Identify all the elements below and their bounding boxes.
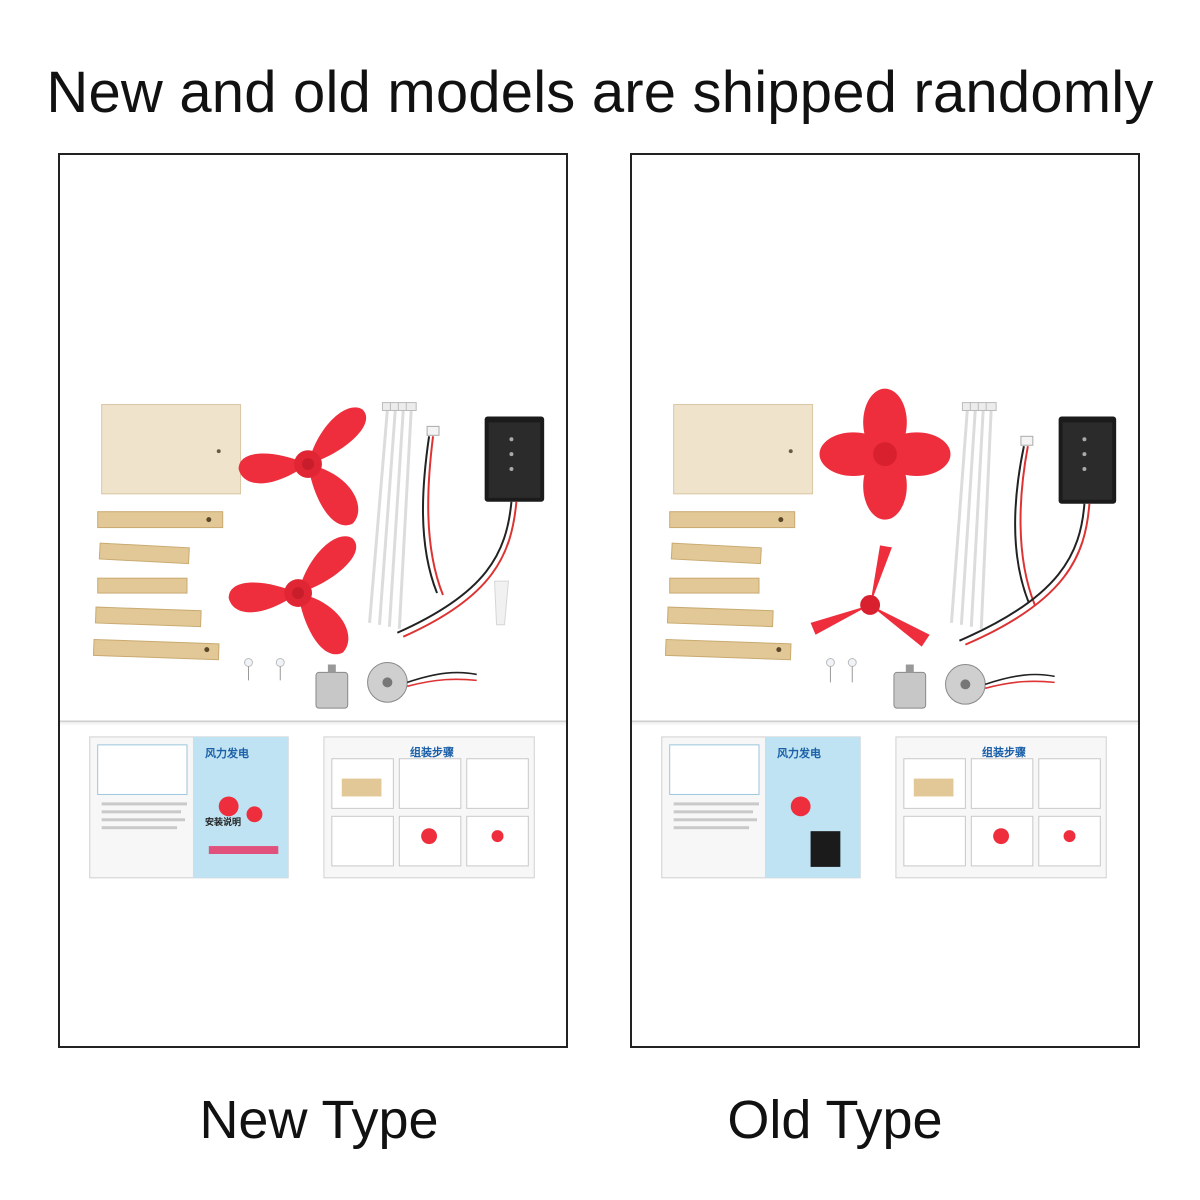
new-type-caption: New Type (199, 1090, 439, 1150)
motor-round (367, 662, 477, 703)
leaflet-steps (895, 736, 1107, 879)
old-type-caption: Old Type (727, 1090, 943, 1150)
cable-ties (949, 409, 993, 629)
wood-sticks (92, 511, 224, 661)
new-type-kit-photo (89, 402, 545, 879)
propeller-bottom (228, 536, 357, 655)
old-type-panel: 风力发电 组装步骤 (630, 153, 1140, 1048)
leaflet-cover (89, 736, 289, 879)
leaflet-cover-subtitle: 安装说明 (205, 818, 242, 828)
leaflet-steps-title: 组装步骤 (410, 746, 454, 759)
leaflet-cover-title: 风力发电 (777, 747, 821, 760)
slim-three-blade-propeller (810, 545, 930, 647)
leaflet-steps-title: 组装步骤 (982, 746, 1026, 759)
leaflet-cover (661, 736, 861, 879)
old-type-kit-photo (661, 388, 1117, 879)
wood-board (673, 404, 814, 495)
battery-box (484, 416, 545, 502)
wood-sticks (664, 511, 796, 661)
cable-ties (368, 409, 413, 629)
leds (244, 658, 285, 681)
shelf-shadow (60, 720, 566, 726)
white-part (494, 580, 509, 626)
motor-small (315, 664, 349, 709)
leds (825, 658, 857, 683)
leaflet-cover-title: 风力发电 (205, 747, 249, 760)
new-type-panel: 风力发电 安装说明 组装步骤 (58, 153, 568, 1048)
shelf-line (60, 721, 566, 722)
motor-small (893, 664, 927, 709)
leaflet-steps (323, 736, 535, 879)
shelf-shadow (632, 720, 1138, 726)
wires (396, 436, 518, 638)
wires (959, 446, 1091, 646)
headline: New and old models are shipped randomly (46, 60, 1154, 125)
shelf-line (632, 721, 1138, 722)
battery-box (1058, 416, 1117, 504)
propeller-top (238, 407, 367, 526)
motor-round (945, 663, 1055, 705)
wood-board (101, 404, 242, 495)
four-blade-propeller (819, 388, 951, 520)
